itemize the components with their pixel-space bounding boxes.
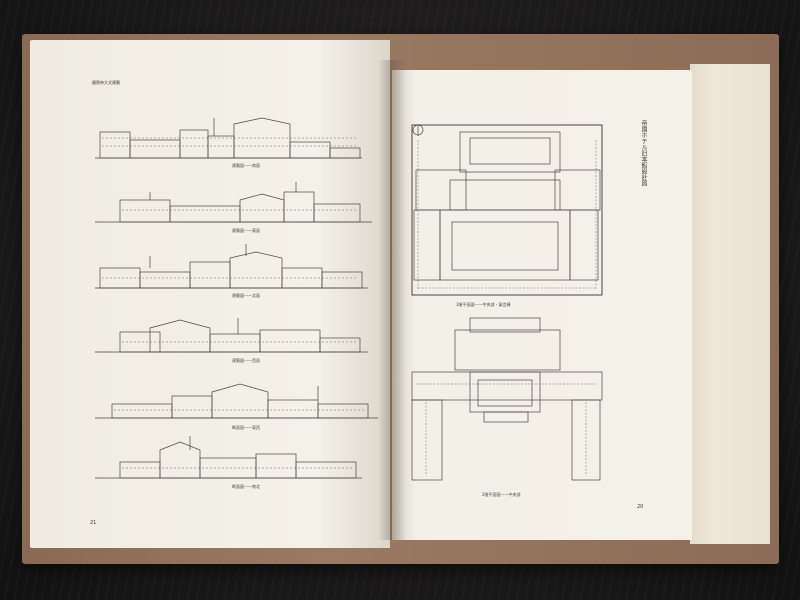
floor-plan-2 xyxy=(411,317,603,481)
elevation-drawing-2 xyxy=(95,182,372,223)
right-page-vertical-title: 帝國ホテル旧本館設計図 xyxy=(640,120,647,186)
elevation-caption-3: 建築図——北面 xyxy=(232,293,260,298)
elevation-caption-2: 建築図——東面 xyxy=(232,228,260,233)
right-page-number: 20 xyxy=(637,504,644,510)
floor-plan-1 xyxy=(411,124,603,296)
running-header: 國際帝大式建築 xyxy=(92,80,120,85)
elevation-drawing-1 xyxy=(95,117,362,159)
section-drawing-1 xyxy=(95,383,378,419)
left-page-number: 21 xyxy=(90,520,97,526)
plan-caption-2: 2階平面図——中央部 xyxy=(482,492,521,497)
book-gutter xyxy=(378,60,406,540)
elevation-caption-1: 建築図——南面 xyxy=(232,163,260,168)
section-drawing-2 xyxy=(95,436,362,479)
right-page-stack xyxy=(690,64,770,544)
section-caption-1: 断面図——東西 xyxy=(232,425,260,430)
elevation-caption-4: 建築図——西面 xyxy=(232,358,260,363)
elevation-drawing-3 xyxy=(95,244,368,289)
left-page xyxy=(30,40,390,548)
section-caption-2: 断面図——南北 xyxy=(232,484,260,489)
plan-caption-1: 1階平面図——中央部・宴会棟 xyxy=(456,302,511,307)
elevation-drawing-4 xyxy=(95,318,368,353)
